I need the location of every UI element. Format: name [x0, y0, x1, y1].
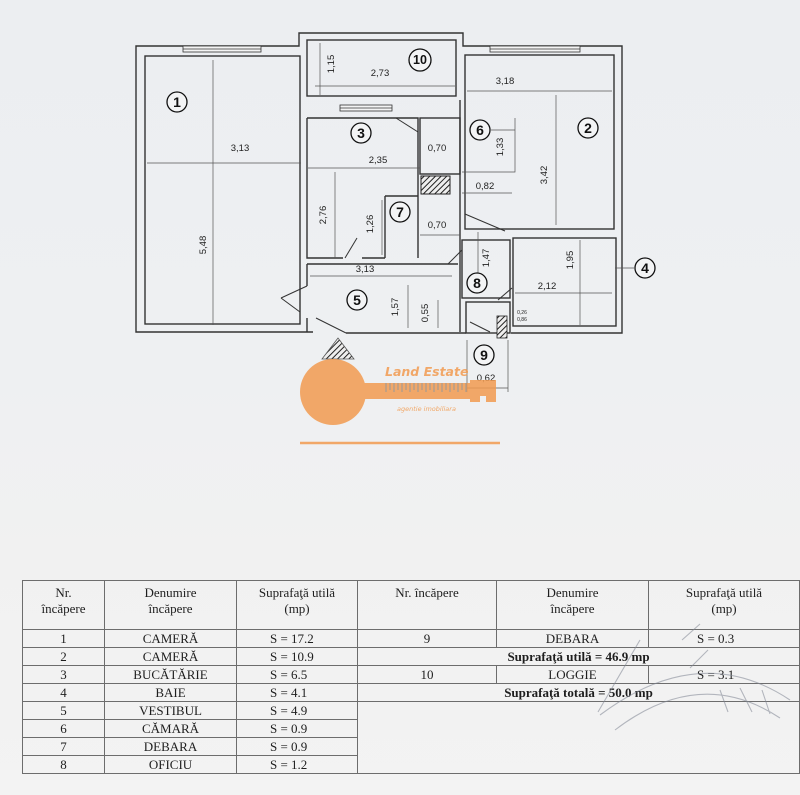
dim-label: 5,48: [198, 236, 209, 255]
dim-label: 2,35: [369, 155, 388, 166]
dim-label: 1,47: [481, 249, 492, 268]
dimension-labels: 3,13 5,48 1,15 2,73 3,18 3,42 1,33 0,70 …: [198, 55, 576, 384]
room-name-cell: VESTIBUL: [104, 701, 237, 720]
windows: [182, 45, 581, 112]
watermark-brand: Land Estate: [385, 364, 468, 379]
room-name-cell: BUCĂTĂRIE: [104, 665, 237, 684]
room-number: 4: [641, 260, 649, 276]
dim-label: 2,73: [371, 68, 390, 79]
room-number-cell: 1: [22, 629, 105, 648]
room-number-cell: 5: [22, 701, 105, 720]
room-number: 5: [353, 292, 361, 308]
dim-label: 3,18: [496, 76, 515, 87]
room-area-cell: S = 0.9: [236, 737, 358, 756]
table-row: 5 VESTIBUL S = 4.9: [22, 701, 800, 774]
room-name-cell: DEBARA: [104, 737, 237, 756]
table-row: 3 BUCĂTĂRIE S = 6.5 10 LOGGIE S = 3.1: [22, 665, 800, 684]
room-number: 10: [413, 53, 427, 67]
key-icon: [300, 359, 366, 425]
room-number-cell: 3: [22, 665, 105, 684]
duct-hatch-small: [496, 315, 508, 339]
room-number-cell: 2: [22, 647, 105, 666]
room-number: 2: [584, 120, 592, 136]
north-marker: [321, 337, 355, 360]
watermark-tagline: agentie imobiliara: [397, 405, 456, 413]
room-name-cell: CAMERĂ: [104, 629, 237, 648]
dim-label: 2,76: [318, 206, 329, 225]
header-room-number-right: Nr. încăpere: [357, 580, 497, 630]
room-area-cell: S = 0.9: [236, 719, 358, 738]
dim-label: 0,70: [428, 143, 447, 154]
room-name-cell: CAMERĂ: [104, 647, 237, 666]
dim-label: 1,15: [326, 55, 337, 74]
dim-label: 1,26: [365, 215, 376, 234]
dim-label: 1,33: [495, 138, 506, 157]
header-room-area-right: Suprafaţă utilă (mp): [648, 580, 800, 630]
room-name-cell: DEBARA: [496, 629, 649, 648]
room-number: 8: [473, 275, 481, 291]
room-numbers: 1 2 3 4 5 6 7 8 9 10: [173, 53, 649, 363]
dim-label: 0,26: [517, 310, 527, 316]
room-name-cell: CĂMARĂ: [104, 719, 237, 738]
room-number-cell: 9: [357, 629, 497, 648]
room-area-cell: S = 4.9: [236, 701, 358, 720]
empty-cell: [357, 701, 800, 774]
room-area-cell: S = 6.5: [236, 665, 358, 684]
room-area-cell: S = 3.1: [648, 665, 800, 684]
header-room-number: Nr. încăpere: [22, 580, 105, 630]
room-area-cell: S = 17.2: [236, 629, 358, 648]
doors: [280, 117, 513, 334]
dim-label: 0,86: [517, 317, 527, 323]
dim-label: 1,95: [565, 251, 576, 270]
table-header-row: Nr. încăpere Denumire încăpere Suprafaţă…: [22, 580, 800, 630]
duct-hatch: [420, 175, 451, 195]
dim-label: 1,57: [390, 298, 401, 317]
table-row: 4 BAIE S = 4.1 Suprafaţă totală = 50.0 m…: [22, 683, 800, 702]
floor-plan: 3,13 5,48 1,15 2,73 3,18 3,42 1,33 0,70 …: [135, 32, 656, 445]
table-row: 1 CAMERĂ S = 17.2 9 DEBARA S = 0.3: [22, 629, 800, 648]
total-area: Suprafaţă totală = 50.0 mp: [357, 683, 800, 702]
header-room-name: Denumire încăpere: [104, 580, 237, 630]
room-number: 1: [173, 94, 181, 110]
room-area-cell: S = 10.9: [236, 647, 358, 666]
dim-label: 0,55: [420, 304, 431, 323]
dimension-lines: [147, 43, 634, 392]
useful-area-total: Suprafaţă utilă = 46.9 mp: [357, 647, 800, 666]
dim-label: 3,13: [231, 143, 250, 154]
room-number: 6: [476, 122, 484, 138]
watermark-logo: Land Estate agentie imobiliara: [300, 359, 500, 445]
room-number-cell: 10: [357, 665, 497, 684]
room-name-cell: BAIE: [104, 683, 237, 702]
dim-label: 3,42: [539, 166, 550, 185]
table-row: 8 OFICIU S = 1.2: [22, 755, 800, 774]
room-number-cell: 6: [22, 719, 105, 738]
room-number-cell: 8: [22, 755, 105, 774]
dim-label: 0,70: [428, 220, 447, 231]
room-number: 9: [480, 347, 488, 363]
header-room-area: Suprafaţă utilă (mp): [236, 580, 358, 630]
dim-label: 3,13: [356, 264, 375, 275]
room-area-cell: S = 4.1: [236, 683, 358, 702]
room-number: 7: [396, 204, 404, 220]
dim-label: 2,12: [538, 281, 557, 292]
room-areas-table: Nr. încăpere Denumire încăpere Suprafaţă…: [22, 580, 800, 774]
dim-label: 0,62: [477, 373, 496, 384]
header-room-name-right: Denumire încăpere: [496, 580, 649, 630]
room-number-cell: 4: [22, 683, 105, 702]
room-name-cell: LOGGIE: [496, 665, 649, 684]
walls: [135, 32, 623, 334]
room-number-cell: 7: [22, 737, 105, 756]
dim-label: 0,82: [476, 181, 495, 192]
table-row: 2 CAMERĂ S = 10.9 Suprafaţă utilă = 46.9…: [22, 647, 800, 666]
room-markers: [166, 48, 656, 366]
room-area-cell: S = 0.3: [648, 629, 800, 648]
room-name-cell: OFICIU: [104, 755, 237, 774]
room-number: 3: [357, 125, 365, 141]
room-area-cell: S = 1.2: [236, 755, 358, 774]
